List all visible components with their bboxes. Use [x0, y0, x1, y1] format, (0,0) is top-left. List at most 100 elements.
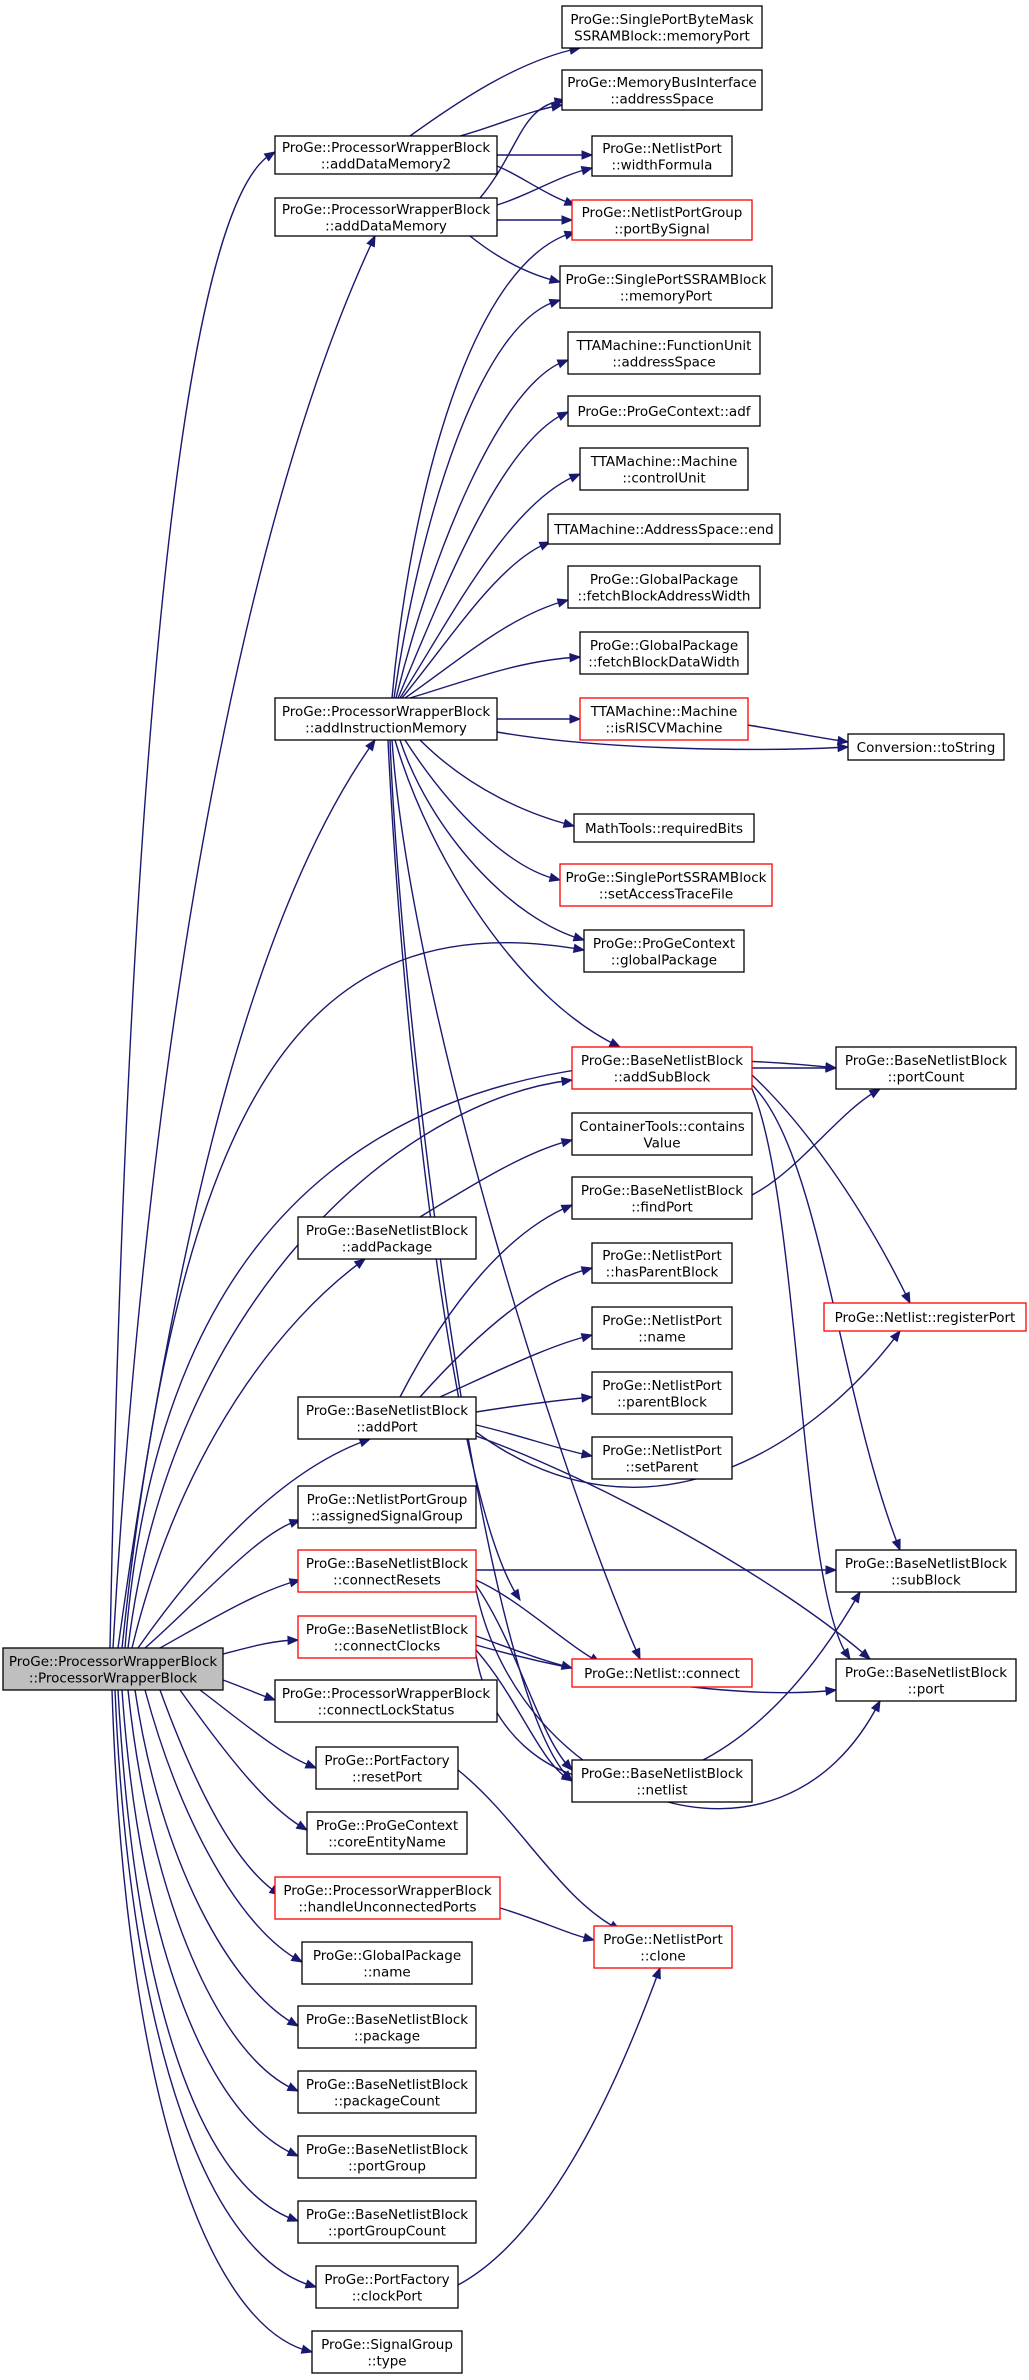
- node-addDataMemory[interactable]: ProGe::ProcessorWrapperBlock::addDataMem…: [274, 197, 498, 237]
- node-parentBlock[interactable]: ProGe::NetlistPort::parentBlock: [591, 1371, 733, 1415]
- node-connectResets[interactable]: ProGe::BaseNetlistBlock::connectResets: [297, 1549, 477, 1593]
- node-label: MathTools::requiredBits: [585, 821, 743, 837]
- node-fetchBlockDataWidth[interactable]: ProGe::GlobalPackage::fetchBlockDataWidt…: [579, 631, 749, 675]
- node-label: ProGe::BaseNetlistBlock: [845, 1556, 1007, 1572]
- node-fuAddressSpace[interactable]: TTAMachine::FunctionUnit::addressSpace: [567, 331, 761, 375]
- node-label: ::addDataMemory2: [321, 156, 451, 172]
- node-findPort[interactable]: ProGe::BaseNetlistBlock::findPort: [571, 1176, 753, 1220]
- arrowhead: [286, 2016, 300, 2027]
- node-label: ::controlUnit: [622, 470, 705, 486]
- node-addDataMemory2[interactable]: ProGe::ProcessorWrapperBlock::addDataMem…: [274, 135, 498, 175]
- node-label: TTAMachine::FunctionUnit: [576, 338, 752, 354]
- node-label: ProGe::ProcessorWrapperBlock: [282, 1686, 491, 1702]
- node-sgType[interactable]: ProGe::SignalGroup::type: [311, 2330, 463, 2374]
- node-registerPort[interactable]: ProGe::Netlist::registerPort: [823, 1302, 1027, 1332]
- arrowhead: [631, 1647, 641, 1661]
- node-box: [835, 1549, 1017, 1593]
- edge-root-to-gpName: [144, 1689, 304, 1963]
- edge-addDataMemory-to-widthFormula: [496, 166, 594, 206]
- node-label: ProGe::SinglePortByteMask: [570, 12, 753, 28]
- edge-root-to-package: [134, 1689, 300, 2027]
- edge-addInstructionMemory-to-adf: [397, 411, 570, 699]
- arrowhead: [870, 1699, 881, 1713]
- node-addPort[interactable]: ProGe::BaseNetlistBlock::addPort: [297, 1396, 477, 1440]
- node-clockPort[interactable]: ProGe::PortFactory::clockPort: [315, 2265, 459, 2309]
- edge-addInstructionMemory-to-fuAddressSpace: [395, 359, 570, 699]
- node-requiredBits[interactable]: MathTools::requiredBits: [573, 813, 755, 843]
- edge-connectResets-to-netlist: [475, 1584, 573, 1771]
- node-label: ::assignedSignalGroup: [311, 1508, 463, 1524]
- node-label: ::setAccessTraceFile: [599, 886, 733, 902]
- node-label: Value: [643, 1135, 680, 1151]
- node-toString[interactable]: Conversion::toString: [847, 733, 1005, 761]
- arrowhead: [288, 1578, 302, 1588]
- node-addInstructionMemory[interactable]: ProGe::ProcessorWrapperBlock::addInstruc…: [274, 697, 498, 741]
- node-addSubBlock[interactable]: ProGe::BaseNetlistBlock::addSubBlock: [571, 1046, 753, 1090]
- node-subBlock[interactable]: ProGe::BaseNetlistBlock::subBlock: [835, 1549, 1017, 1593]
- node-asEnd[interactable]: TTAMachine::AddressSpace::end: [547, 513, 781, 545]
- node-ssramMemoryPort[interactable]: ProGe::SinglePortSSRAMBlock::memoryPort: [559, 265, 773, 309]
- node-portBySignal[interactable]: ProGe::NetlistPortGroup::portBySignal: [571, 199, 753, 241]
- node-portCount[interactable]: ProGe::BaseNetlistBlock::portCount: [835, 1046, 1017, 1090]
- node-label: Conversion::toString: [857, 740, 996, 756]
- node-resetPort[interactable]: ProGe::PortFactory::resetPort: [315, 1746, 459, 1790]
- node-bnbPort[interactable]: ProGe::BaseNetlistBlock::port: [835, 1658, 1017, 1702]
- node-label: ProGe::BaseNetlistBlock: [845, 1053, 1007, 1069]
- edge-addDataMemory2-to-portBySignal: [496, 165, 577, 206]
- node-coreEntityName[interactable]: ProGe::ProGeContext::coreEntityName: [306, 1811, 468, 1855]
- node-label: ProGe::BaseNetlistBlock: [306, 2012, 468, 2028]
- node-label: ::port: [908, 1681, 945, 1697]
- node-handleUnconnectedPorts[interactable]: ProGe::ProcessorWrapperBlock::handleUnco…: [274, 1876, 501, 1920]
- node-label: ::ProcessorWrapperBlock: [29, 1670, 197, 1686]
- node-label: ProGe::BaseNetlistBlock: [306, 2207, 468, 2223]
- node-box: [571, 1176, 753, 1220]
- edge-root-to-handleUnconnectedPorts: [159, 1689, 282, 1896]
- node-root[interactable]: ProGe::ProcessorWrapperBlock::ProcessorW…: [2, 1647, 224, 1691]
- node-connect[interactable]: ProGe::Netlist::connect: [571, 1658, 753, 1688]
- edge-addPort-to-hasParentBlock: [419, 1266, 594, 1398]
- node-label: ProGe::BaseNetlistBlock: [306, 1556, 468, 1572]
- node-label: ::netlist: [636, 1782, 687, 1798]
- node-packageCount[interactable]: ProGe::BaseNetlistBlock::packageCount: [297, 2070, 477, 2114]
- arrowhead: [889, 1329, 901, 1343]
- node-addPackage[interactable]: ProGe::BaseNetlistBlock::addPackage: [297, 1216, 477, 1260]
- arrowhead: [560, 1771, 574, 1782]
- node-label: ::resetPort: [352, 1769, 422, 1785]
- edge-addPackage-to-containsValue: [419, 1138, 574, 1218]
- node-fetchBlockAddressWidth[interactable]: ProGe::GlobalPackage::fetchBlockAddressW…: [567, 565, 761, 609]
- node-isRISCVMachine[interactable]: TTAMachine::Machine::isRISCVMachine: [579, 697, 749, 741]
- node-box: [583, 929, 745, 973]
- arrowhead: [510, 1588, 521, 1602]
- node-addressSpaceMBI[interactable]: ProGe::MemoryBusInterface::addressSpace: [561, 69, 763, 111]
- node-setAccessTraceFile[interactable]: ProGe::SinglePortSSRAMBlock::setAccessTr…: [559, 863, 773, 907]
- edge-addInstructionMemory-to-toString: [496, 731, 850, 753]
- node-connectClocks[interactable]: ProGe::BaseNetlistBlock::connectClocks: [297, 1615, 477, 1659]
- node-controlUnit[interactable]: TTAMachine::Machine::controlUnit: [579, 447, 749, 491]
- node-hasParentBlock[interactable]: ProGe::NetlistPort::hasParentBlock: [591, 1242, 733, 1284]
- node-label: ::coreEntityName: [328, 1834, 446, 1850]
- arrowhead: [840, 1647, 851, 1661]
- node-label: ProGe::BaseNetlistBlock: [306, 1622, 468, 1638]
- node-connectLockStatus[interactable]: ProGe::ProcessorWrapperBlock::connectLoc…: [274, 1679, 498, 1723]
- node-label: ProGe::SinglePortSSRAMBlock: [566, 870, 767, 886]
- node-package[interactable]: ProGe::BaseNetlistBlock::package: [297, 2005, 477, 2049]
- node-setParent[interactable]: ProGe::NetlistPort::setParent: [591, 1436, 733, 1480]
- node-box: [2, 1647, 224, 1691]
- node-adf[interactable]: ProGe::ProGeContext::adf: [567, 395, 761, 427]
- node-byteMaskMemoryPort[interactable]: ProGe::SinglePortByteMaskSSRAMBlock::mem…: [561, 5, 763, 49]
- node-label: ProGe::PortFactory: [324, 2272, 449, 2288]
- node-assignedSignalGroup[interactable]: ProGe::NetlistPortGroup::assignedSignalG…: [297, 1485, 477, 1529]
- node-globalPackage[interactable]: ProGe::ProGeContext::globalPackage: [583, 929, 745, 973]
- edge-root-to-addPackage: [131, 1258, 367, 1649]
- node-portGroup[interactable]: ProGe::BaseNetlistBlock::portGroup: [297, 2135, 477, 2179]
- edge-addDataMemory2-to-addressSpaceMBI: [459, 102, 564, 137]
- edge-addInstructionMemory-to-connect: [391, 739, 641, 1661]
- node-netlist[interactable]: ProGe::BaseNetlistBlock::netlist: [571, 1759, 753, 1803]
- node-npName[interactable]: ProGe::NetlistPort::name: [591, 1306, 733, 1350]
- node-portGroupCount[interactable]: ProGe::BaseNetlistBlock::portGroupCount: [297, 2200, 477, 2244]
- node-gpName[interactable]: ProGe::GlobalPackage::name: [301, 1941, 473, 1985]
- node-label: ProGe::BaseNetlistBlock: [581, 1766, 743, 1782]
- node-clone[interactable]: ProGe::NetlistPort::clone: [593, 1925, 733, 1969]
- node-widthFormula[interactable]: ProGe::NetlistPort::widthFormula: [591, 135, 733, 177]
